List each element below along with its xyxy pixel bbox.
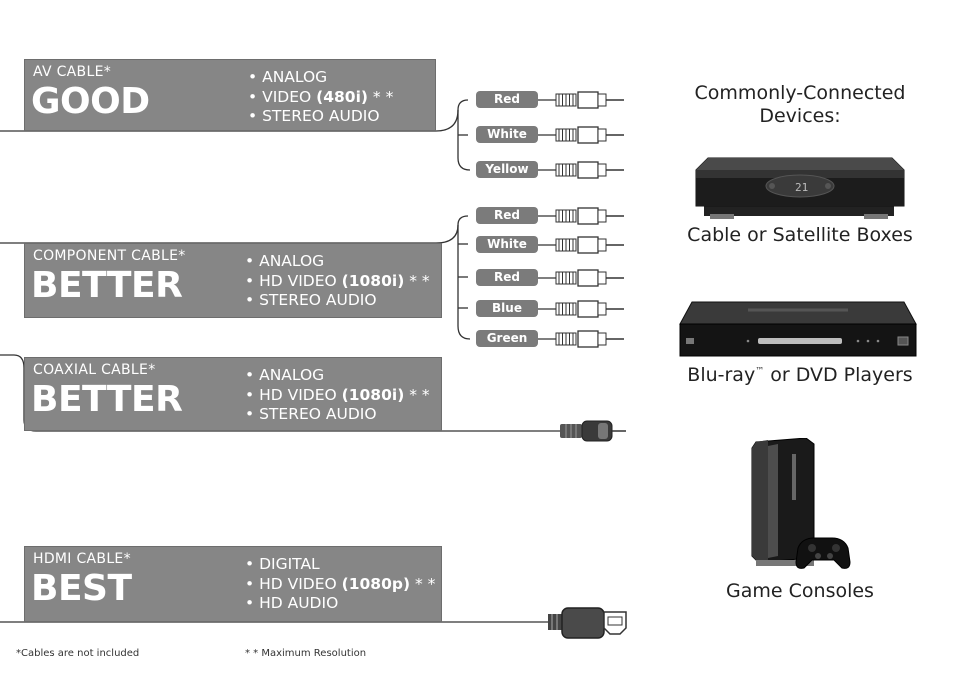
devices-heading-line2: Devices:: [759, 105, 841, 127]
rca-plug-icon: [538, 300, 624, 318]
feature-list: • ANALOG • HD VIDEO (1080i) * * • STEREO…: [245, 366, 430, 425]
device-label-bluray-dvd: Blu-ray™ or DVD Players: [660, 364, 940, 386]
cable-grade: BETTER: [31, 379, 183, 420]
rca-plug-icon: [538, 207, 624, 225]
rca-plug-icon: [538, 91, 624, 109]
set-top-box-icon: 21: [695, 157, 905, 219]
device-label-game-consoles: Game Consoles: [726, 580, 874, 602]
hdmi-cable-box: HDMI CABLE* BEST • DIGITAL • HD VIDEO (1…: [24, 546, 442, 622]
feature-item: • STEREO AUDIO: [248, 107, 380, 125]
rca-plug-icon: [538, 126, 624, 144]
set-top-box-display: 21: [795, 181, 808, 194]
cable-type-label: COMPONENT CABLE*: [33, 248, 186, 264]
rca-plug-icon: [538, 269, 624, 287]
trademark-mark: ™: [755, 366, 765, 377]
footnote-cables-not-included: *Cables are not included: [16, 648, 140, 659]
feature-item: • VIDEO (480i) * *: [248, 87, 394, 106]
device-label-cable-satellite: Cable or Satellite Boxes: [687, 224, 913, 246]
coaxial-plug-icon: [560, 420, 626, 442]
connector-label-red: Red: [476, 207, 538, 224]
feature-item: • HD VIDEO (1080i) * *: [245, 385, 430, 404]
connector-label-white: White: [476, 236, 538, 253]
bluray-player-icon: [679, 301, 917, 357]
feature-item: • ANALOG: [245, 366, 325, 384]
connector-label-blue: Blue: [476, 300, 538, 317]
feature-item: • HD VIDEO (1080p) * *: [245, 574, 436, 593]
feature-item: • DIGITAL: [245, 555, 320, 573]
device-label-bluray: Blu-ray: [687, 364, 756, 386]
cable-grade: BETTER: [31, 265, 183, 306]
coaxial-cable-box: COAXIAL CABLE* BETTER • ANALOG • HD VIDE…: [24, 357, 442, 431]
connector-label-yellow: Yellow: [476, 161, 538, 178]
rca-plug-icon: [538, 161, 624, 179]
device-label-dvd: or DVD Players: [764, 364, 913, 386]
devices-heading-line1: Commonly-Connected: [694, 82, 906, 104]
connector-label-red: Red: [476, 269, 538, 286]
feature-item: • HD AUDIO: [245, 594, 339, 612]
cable-type-label: HDMI CABLE*: [33, 551, 131, 567]
hdmi-plug-icon: [548, 607, 627, 639]
connector-label-white: White: [476, 126, 538, 143]
connector-label-red: Red: [476, 91, 538, 108]
cable-grade: GOOD: [31, 81, 150, 122]
devices-heading: Commonly-Connected Devices:: [660, 82, 940, 128]
cable-grade: BEST: [31, 568, 132, 609]
feature-item: • ANALOG: [245, 252, 325, 270]
rca-plug-icon: [538, 236, 624, 254]
game-console-icon: [751, 438, 851, 569]
feature-item: • STEREO AUDIO: [245, 291, 377, 309]
cable-type-label: AV CABLE*: [33, 64, 112, 80]
rca-plug-icon: [538, 330, 624, 348]
connector-label-green: Green: [476, 330, 538, 347]
cable-type-label: COAXIAL CABLE*: [33, 362, 156, 378]
feature-list: • DIGITAL • HD VIDEO (1080p) * * • HD AU…: [245, 555, 435, 614]
feature-item: • ANALOG: [248, 68, 328, 86]
av-cable-box: AV CABLE* GOOD • ANALOG • VIDEO (480i) *…: [24, 59, 436, 131]
component-cable-box: COMPONENT CABLE* BETTER • ANALOG • HD VI…: [24, 243, 442, 318]
footnote-max-resolution: * * Maximum Resolution: [245, 648, 367, 659]
feature-item: • HD VIDEO (1080i) * *: [245, 271, 430, 290]
feature-list: • ANALOG • VIDEO (480i) * * • STEREO AUD…: [248, 68, 393, 127]
feature-list: • ANALOG • HD VIDEO (1080i) * * • STEREO…: [245, 252, 430, 311]
feature-item: • STEREO AUDIO: [245, 405, 377, 423]
